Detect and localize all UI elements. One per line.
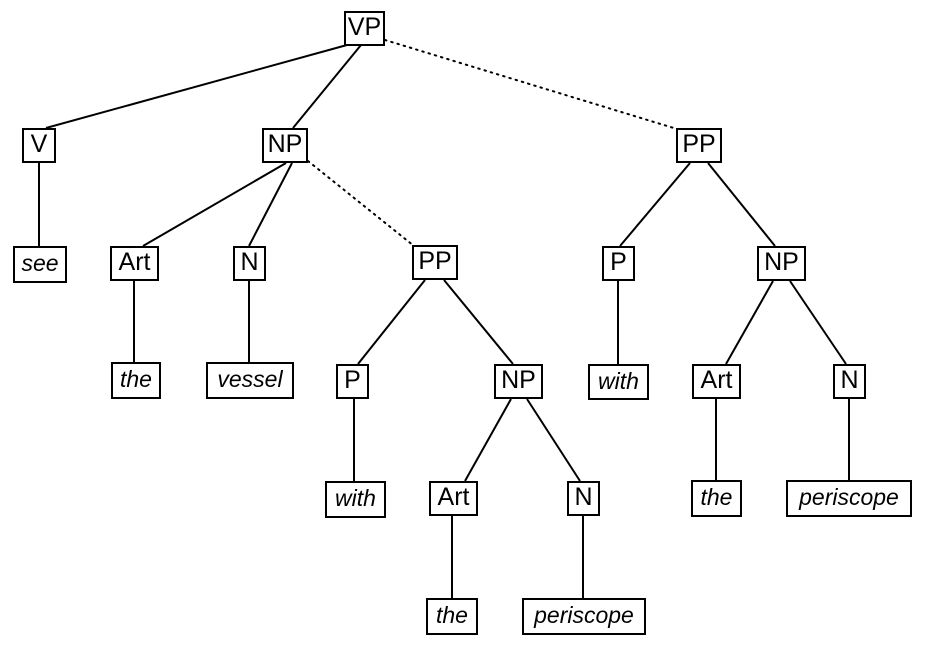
tree-node-label: N (574, 483, 593, 511)
tree-edge-np1-n1 (248, 162, 293, 247)
tree-node-pp_mid: PP (412, 245, 458, 280)
tree-edge-vp-v (45, 44, 348, 129)
tree-edge-vp-pp_rt (384, 39, 678, 130)
tree-edge-np_rt-n_rt (789, 280, 847, 365)
tree-node-label: with (335, 485, 376, 511)
tree-node-art1: Art (110, 246, 159, 281)
tree-node-label: PP (682, 130, 716, 158)
tree-node-n_mid: N (567, 481, 600, 516)
tree-node-see: see (13, 246, 67, 283)
tree-node-label: P (344, 366, 361, 394)
tree-node-n1: N (233, 246, 266, 281)
tree-edge-pp_rt-np_rt (707, 162, 776, 247)
tree-node-label: the (120, 366, 152, 392)
tree-node-label: NP (267, 130, 303, 158)
tree-node-label: Art (700, 366, 733, 394)
tree-node-vp: VP (344, 11, 385, 46)
tree-node-label: P (610, 248, 627, 276)
tree-node-v: V (22, 128, 56, 163)
tree-node-pp_rt: PP (676, 128, 722, 163)
tree-node-n_rt: N (833, 364, 866, 399)
tree-node-label: vessel (217, 366, 283, 392)
tree-node-label: with (598, 367, 639, 394)
tree-edge-pp_mid-p_mid (357, 279, 426, 365)
tree-node-peri_mid: periscope (522, 598, 646, 635)
tree-node-label: NP (501, 366, 536, 394)
tree-node-label: PP (418, 247, 452, 275)
tree-node-label: the (700, 484, 733, 510)
tree-node-np_mid: NP (494, 364, 543, 399)
tree-node-p_mid: P (336, 364, 369, 399)
tree-node-label: Art (118, 248, 151, 276)
tree-node-the_rt: the (691, 480, 742, 517)
tree-node-label: periscope (799, 484, 899, 510)
tree-edge-pp_rt-p_rt (619, 162, 691, 247)
tree-node-with_mid: with (325, 481, 386, 518)
tree-edge-np1-pp_mid (307, 160, 415, 247)
tree-node-label: NP (764, 248, 799, 276)
tree-edge-vp-np1 (292, 44, 362, 129)
tree-edge-np1-art1 (142, 162, 287, 247)
tree-node-with_rt: with (588, 364, 649, 400)
tree-edge-pp_mid-np_mid (443, 279, 514, 365)
tree-node-art_mid: Art (429, 481, 478, 516)
tree-node-label: the (436, 602, 468, 628)
tree-node-label: periscope (534, 602, 634, 628)
tree-node-label: VP (347, 13, 382, 41)
tree-node-label: N (840, 366, 859, 394)
tree-edge-np_mid-art_mid (464, 398, 512, 482)
tree-node-art_rt: Art (692, 364, 741, 399)
tree-node-label: Art (437, 483, 470, 511)
tree-node-np_rt: NP (757, 246, 806, 281)
tree-node-p_rt: P (602, 246, 635, 281)
tree-node-the_mid: the (426, 598, 478, 635)
tree-node-peri_rt: periscope (786, 480, 912, 517)
tree-node-label: V (30, 130, 48, 158)
tree-edge-np_rt-art_rt (725, 280, 774, 365)
tree-edge-np_mid-n_mid (526, 398, 581, 482)
tree-node-label: N (240, 248, 259, 276)
tree-node-vessel: vessel (206, 362, 294, 399)
tree-node-label: see (21, 250, 59, 276)
tree-node-np1: NP (262, 128, 308, 163)
tree-node-the1: the (111, 362, 161, 399)
